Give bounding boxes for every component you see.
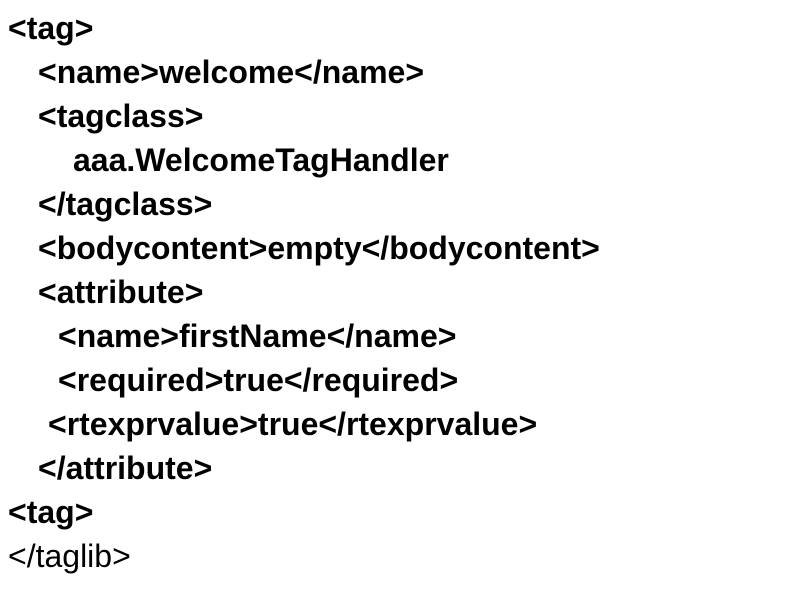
code-line-attribute-close: </attribute> [38,450,213,486]
code-line-tag-second: <tag> [8,494,94,530]
code-line-tagclass-close: </tagclass> [38,186,213,222]
code-line-tagclass-open: <tagclass> [38,98,204,134]
code-line-attribute-open: <attribute> [38,274,204,310]
code-line-rtexprvalue: <rtexprvalue>true</rtexprvalue> [48,406,538,442]
code-line-taglib-close: </taglib> [8,538,131,574]
code-line-bodycontent: <bodycontent>empty</bodycontent> [38,230,600,266]
xml-code-block: <tag> <name>welcome</name> <tagclass> aa… [8,10,600,574]
code-line-required: <required>true</required> [58,362,459,398]
code-line-tag-open: <tag> [8,10,94,46]
code-line-name-welcome: <name>welcome</name> [38,54,424,90]
code-line-tagclass-value: aaa.WelcomeTagHandler [73,142,449,178]
code-line-name-firstname: <name>firstName</name> [58,318,457,354]
